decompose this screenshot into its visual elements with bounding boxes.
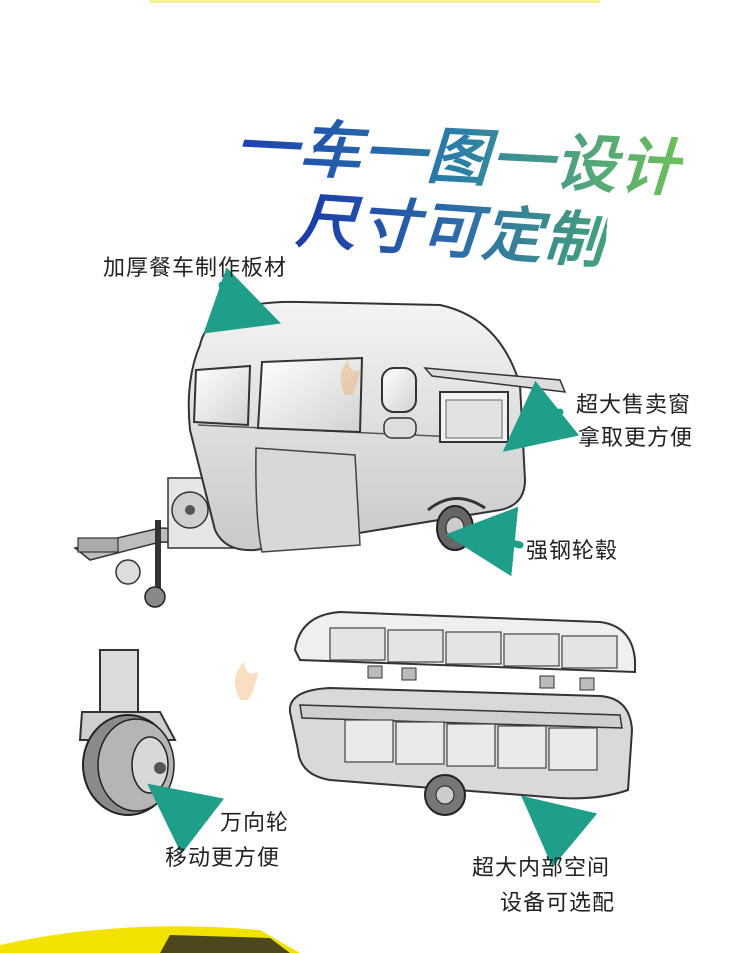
callout-caster-line-2: 移动更方便 [165,846,281,871]
callout-window-line-2: 拿取更方便 [578,426,694,451]
top-accent-line [150,0,600,3]
callout-space-line-1: 超大内部空间 [472,856,611,881]
flame-logo-watermark [234,360,360,700]
callout-steel-hub: 强钢轮毂 [526,539,619,564]
callout-caster-line-1: 万向轮 [220,811,290,836]
trailer-interior-cutaway [288,610,636,816]
caster-wheel-illustration [78,649,177,816]
callout-window-line-1: 超大售卖窗 [576,393,692,418]
curved-teal-arrow-icon [147,267,598,868]
bottom-dark-stripe [160,935,290,953]
callout-thick-board: 加厚餐车制作板材 [103,256,288,281]
callout-space-line-2: 设备可选配 [500,891,616,916]
food-trailer-exterior [73,300,567,608]
